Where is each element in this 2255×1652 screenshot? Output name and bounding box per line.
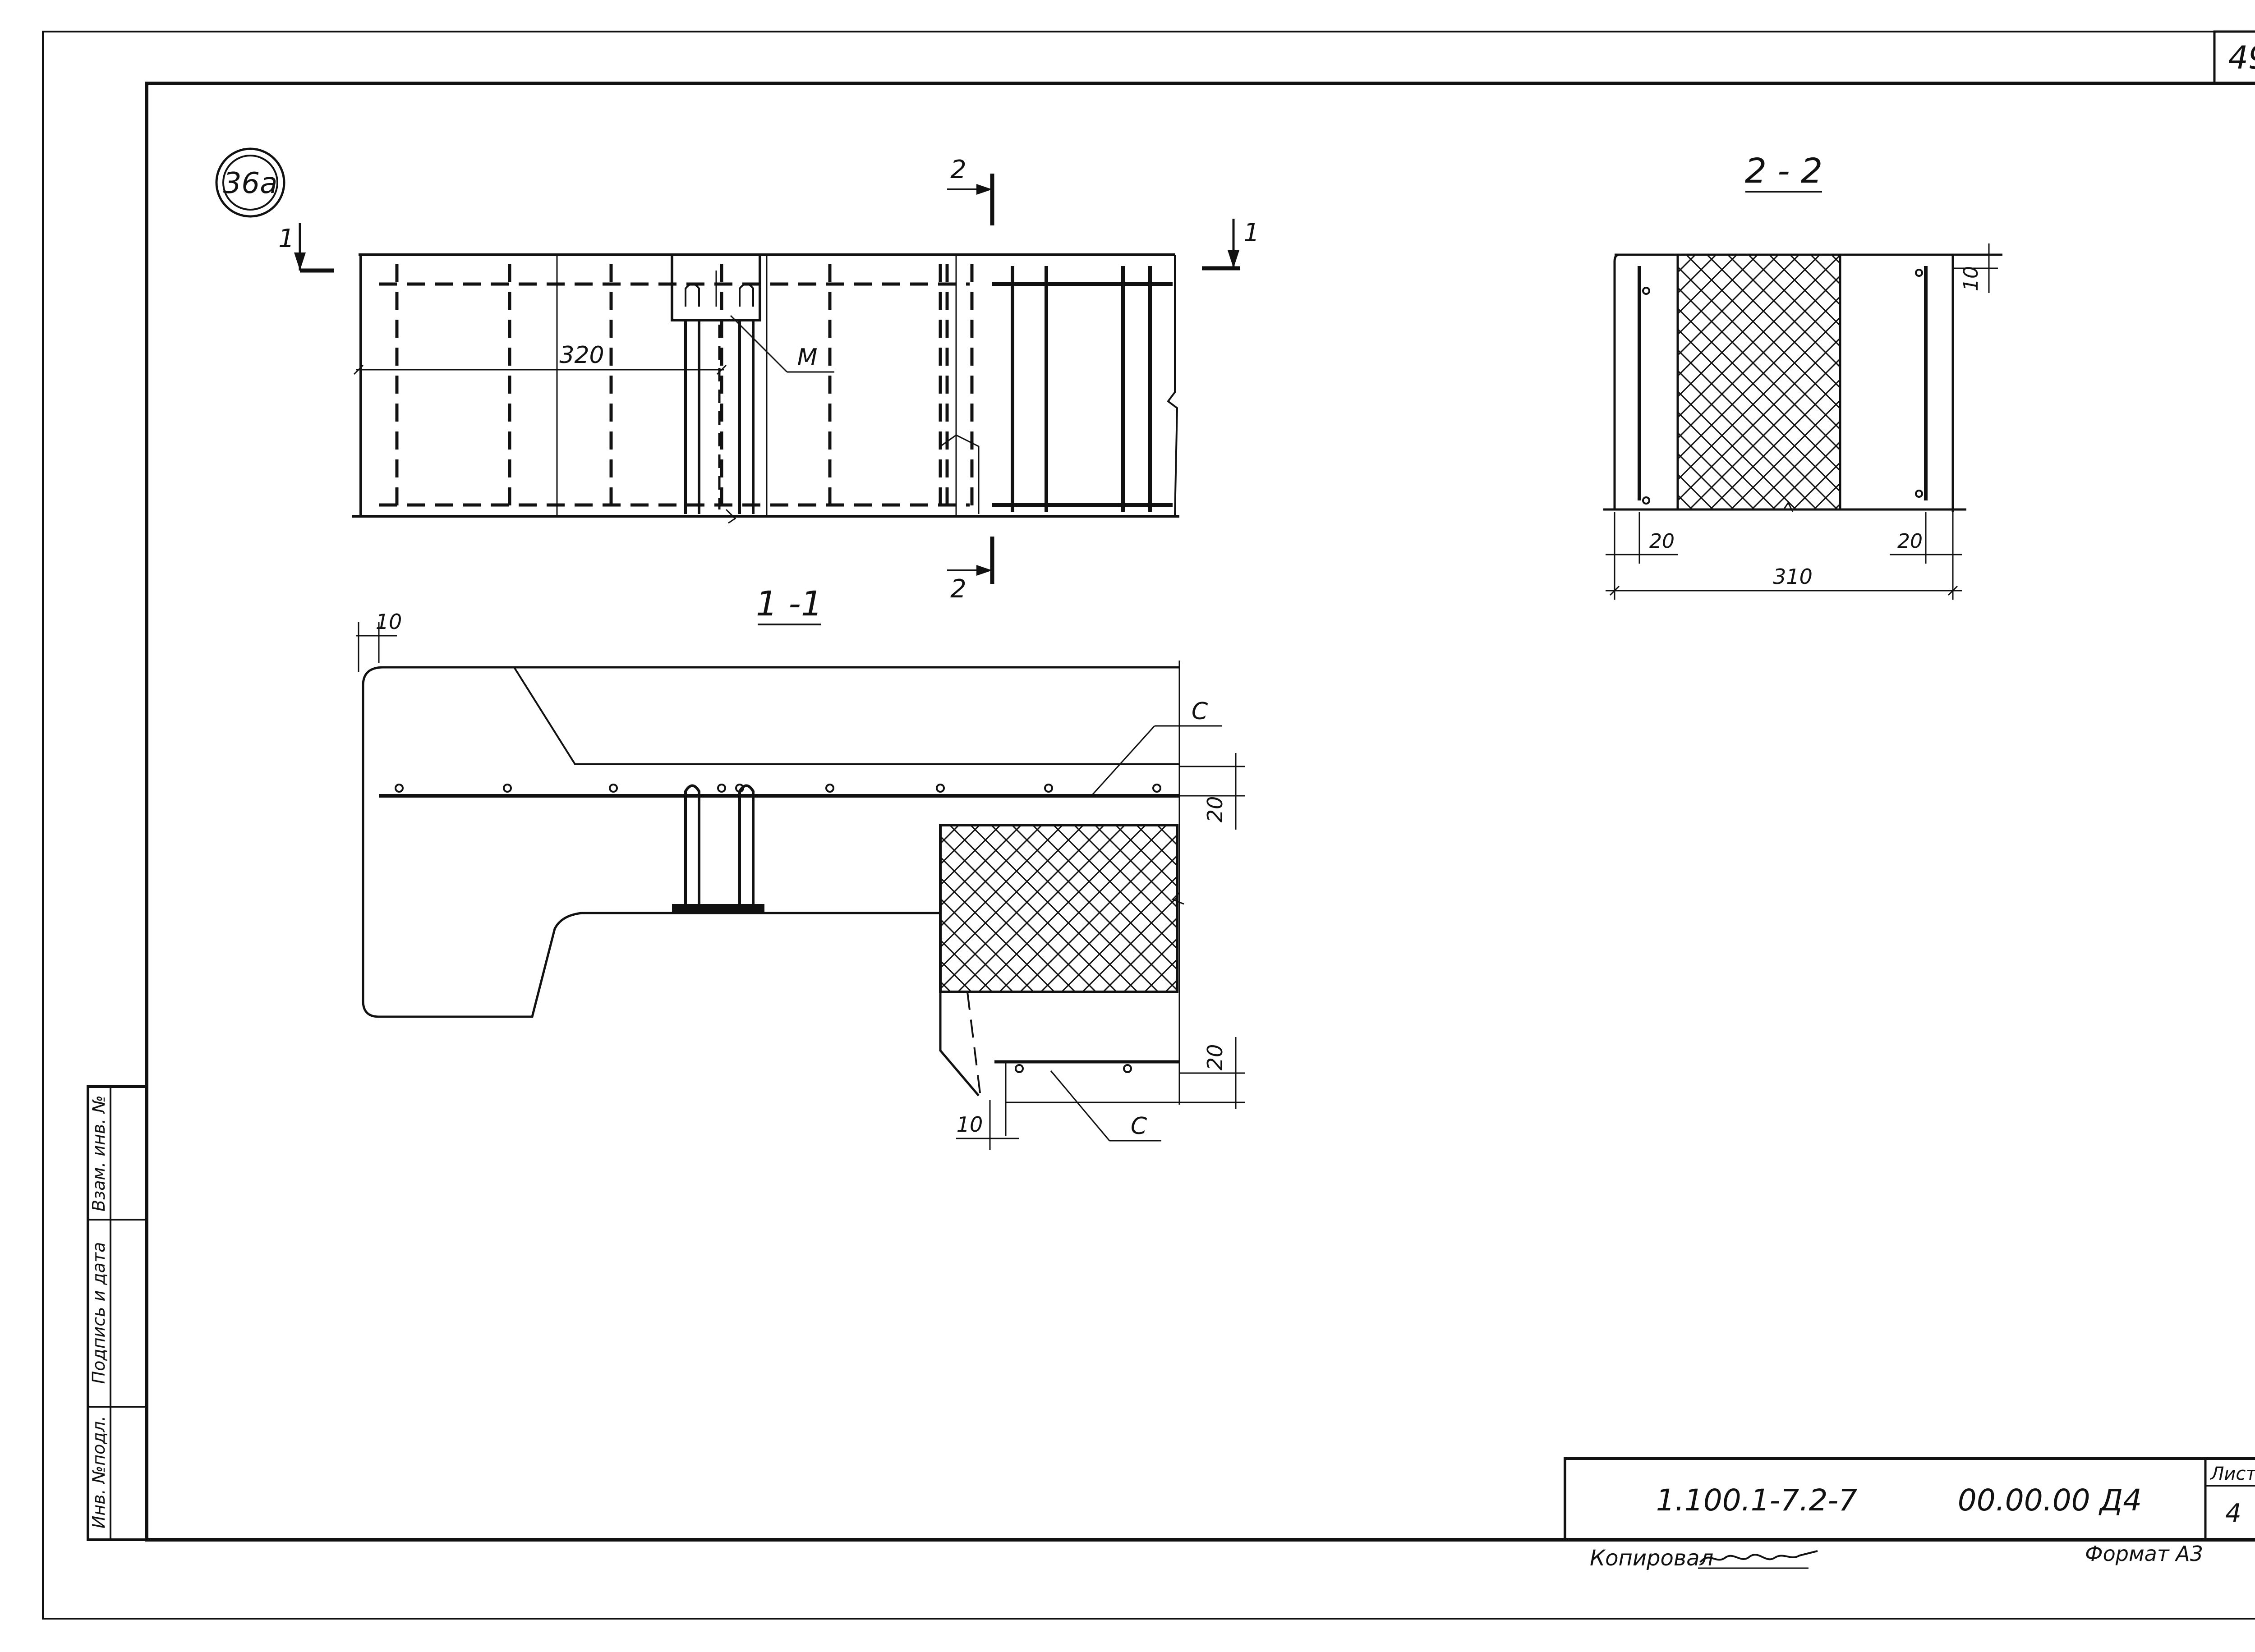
doc-code: 1.100.1-7.2-7	[1656, 1483, 1858, 1518]
sec1-dim-top-10: 10	[376, 610, 402, 634]
plan-label-M: М	[797, 344, 818, 371]
cut-2-bottom-label: 2	[950, 574, 966, 604]
page-number: 49	[2228, 39, 2255, 76]
drawing-code: 00.00.00 Д4	[1958, 1483, 2142, 1518]
sec2-dim-310: 310	[1773, 564, 1813, 589]
section-2-2: 10 20 20 310	[1603, 243, 2002, 600]
section-1-1: 10 20 20 10 С С	[356, 610, 1245, 1150]
cut-1-right-label: 1	[1243, 218, 1260, 248]
section-2-2-insulation	[1676, 253, 1841, 511]
cut-1-left-label: 1	[278, 224, 295, 253]
format-label: Формат А3	[2085, 1542, 2203, 1566]
cut-2-top-label: 2	[950, 155, 966, 184]
sec1-dim-bottom-10: 10	[957, 1112, 983, 1137]
sheet-number: 4	[2225, 1499, 2241, 1528]
side-stamp-col2: Подпись и дата	[89, 1242, 109, 1384]
sec1-label-C-lower: С	[1131, 1113, 1147, 1140]
copyist-signature	[1699, 1550, 1818, 1563]
plan-view: 320 М	[352, 253, 1179, 524]
inner-frame	[145, 82, 2255, 1542]
sec1-dim-right-20-upper: 20	[1203, 796, 1227, 823]
sec1-label-C-upper: С	[1192, 698, 1208, 725]
sec2-dim-10: 10	[1960, 266, 1983, 291]
section-2-2-title: 2 - 2	[1745, 151, 1822, 191]
insulation-block	[939, 824, 1178, 993]
cut-marker-2-bottom: 2	[947, 537, 994, 604]
rebar-dots	[395, 784, 1161, 793]
footer: Копировал Формат А3	[1590, 1542, 2203, 1571]
cut-marker-2-top: 2	[947, 155, 994, 225]
embedded-plate	[671, 253, 761, 321]
sec1-dim-right-20-lower: 20	[1203, 1044, 1227, 1071]
detail-marker: 36а	[215, 147, 285, 218]
embedded-plate-section	[672, 904, 764, 914]
side-stamp-col1: Инв. №подл.	[89, 1416, 109, 1528]
outer-frame	[42, 31, 2255, 1620]
plan-dim-320: 320	[559, 342, 604, 369]
title-block: 1.100.1-7.2-7 00.00.00 Д4 Лист 4	[1564, 1457, 2255, 1541]
sheet-label: Лист	[2209, 1464, 2255, 1484]
sec2-dim-20-left: 20	[1649, 530, 1675, 553]
side-stamp-col3: Взам. инв. №	[89, 1095, 109, 1211]
cut-marker-1-right: 1	[1202, 218, 1260, 271]
sec2-dim-20-right: 20	[1897, 530, 1923, 553]
copied-label: Копировал	[1590, 1546, 1713, 1571]
cut-marker-1-left: 1	[278, 223, 334, 273]
side-stamp: Инв. №подл. Подпись и дата Взам. инв. №	[87, 1085, 148, 1541]
detail-marker-label: 36а	[223, 167, 278, 200]
page-number-box: 49	[2213, 30, 2255, 85]
section-1-1-title: 1 -1	[756, 583, 823, 624]
